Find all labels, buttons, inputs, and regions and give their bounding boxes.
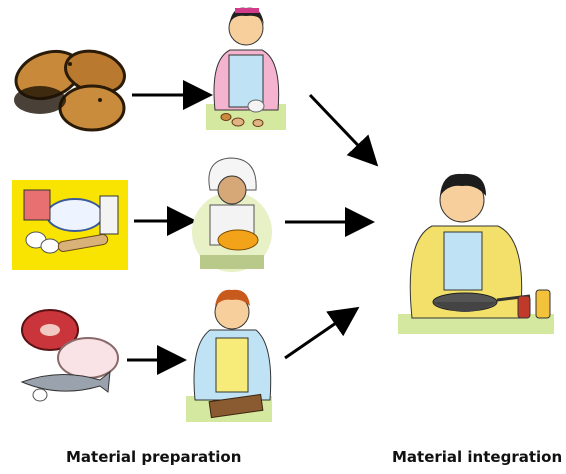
- man-chopping-icon: [186, 289, 272, 422]
- caption-material-integration: Material integration: [392, 448, 563, 466]
- chef-mixing-icon: [192, 157, 272, 272]
- cook-stir-frying-icon: [398, 173, 554, 334]
- woman-peeling-icon: [206, 7, 286, 130]
- meat-poultry-fish-illustration: [20, 309, 119, 402]
- baking-supplies-illustration: [12, 180, 128, 270]
- potatoes-illustration: [14, 49, 126, 132]
- arrow-row3-to-integration: [284, 306, 360, 360]
- caption-material-preparation: Material preparation: [66, 448, 242, 466]
- arrow-row1-to-integration: [308, 93, 379, 167]
